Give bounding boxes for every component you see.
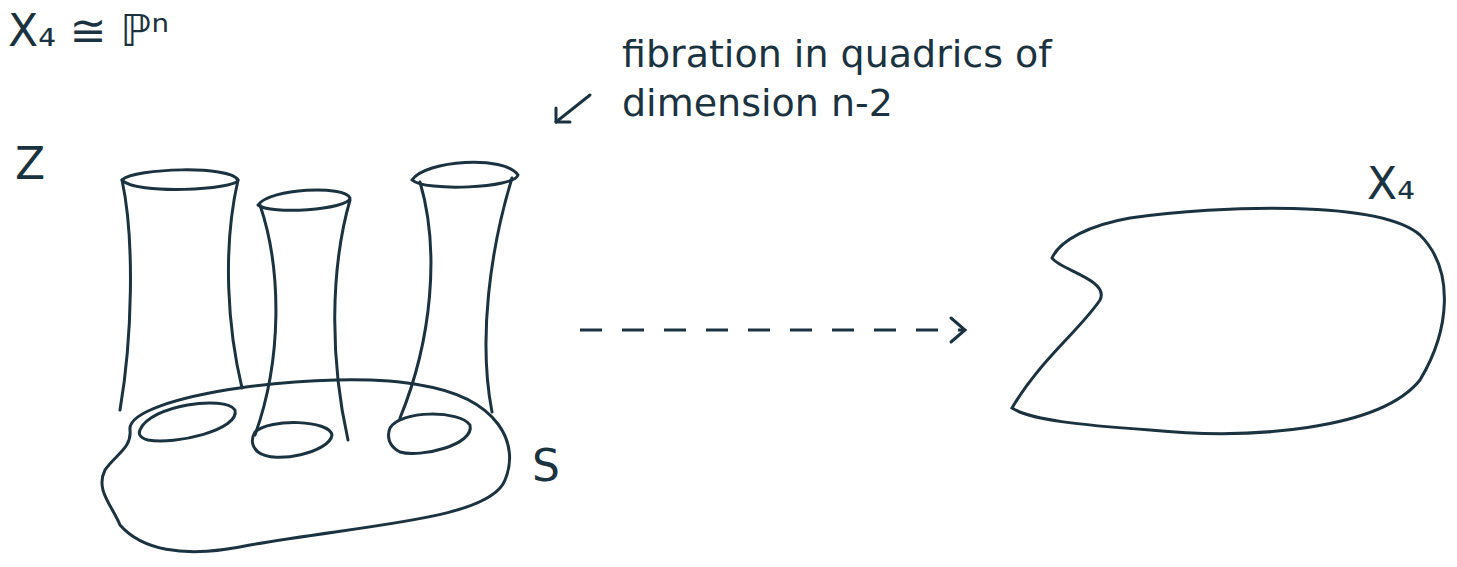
fibration-note: fibration in quadrics of dimension n-2	[622, 30, 1092, 129]
base-surface: S	[80, 370, 540, 565]
node-label: Z	[15, 140, 45, 188]
isomorphism-note: X₄ ≅ ℙⁿ	[8, 2, 169, 59]
target-variety: X₄	[1005, 205, 1450, 445]
node-label: X₄	[1367, 160, 1415, 208]
node-label: S	[532, 442, 560, 490]
node-outline	[80, 370, 540, 565]
dashed-rational-map	[580, 318, 965, 342]
node-outline	[1005, 205, 1450, 445]
